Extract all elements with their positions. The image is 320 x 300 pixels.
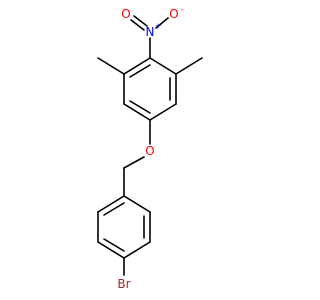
bond-c6-c1 [123, 57, 151, 75]
bond-n-o-double-b [133, 15, 148, 27]
bond-c9-c10 [123, 241, 151, 259]
oxygen-nitro-right-label: O [169, 7, 178, 21]
bond-c3-c4 [149, 103, 177, 121]
bond-n-o-double-a [130, 19, 145, 31]
bond-c12-c7 [97, 195, 125, 213]
bond-o-ch2 [123, 156, 145, 169]
bond-c12-c7-inner [103, 202, 125, 216]
bond-c10-c11-inner [103, 238, 125, 252]
molecule-svg: N + O O - O Br [97, 5, 203, 292]
bond-c4-c5-inner [129, 100, 151, 114]
bond-c4-c5 [123, 103, 151, 121]
atom-labels: N + O O - O Br [117, 5, 183, 292]
oxygen-ether-label: O [145, 144, 154, 158]
bond-methyl-left [97, 57, 125, 75]
nitrogen-charge: + [155, 22, 162, 31]
bond-c6-c1-inner [129, 64, 151, 78]
oxygen-nitro-right-charge: - [181, 5, 184, 14]
oxygen-nitro-left-label: O [121, 7, 130, 21]
structure-diagram: N + O O - O Br [97, 4, 203, 292]
bond-n-o-single [155, 17, 169, 29]
bromine-label: Br [117, 277, 130, 291]
nitrogen-label: N [146, 25, 155, 39]
bond-methyl-right [175, 57, 203, 75]
bond-c10-c11 [97, 241, 125, 259]
bond-c1-c2 [149, 57, 177, 75]
bond-c7-c8 [123, 195, 151, 213]
bonds [97, 15, 203, 276]
